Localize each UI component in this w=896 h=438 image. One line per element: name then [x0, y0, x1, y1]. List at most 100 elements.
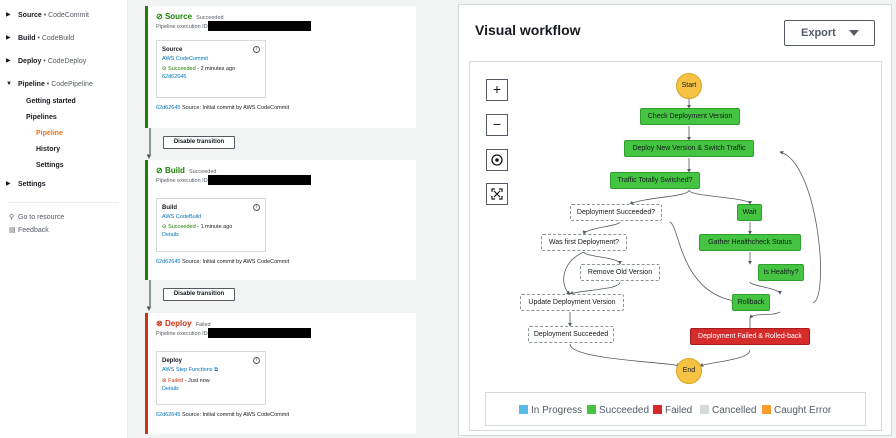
check-circle-icon: ⊘	[162, 66, 167, 72]
transition-line	[149, 128, 151, 154]
node-gather-healthcheck[interactable]: Gather Healthcheck Status	[699, 234, 801, 251]
redacted-bar	[208, 175, 311, 185]
nav-settings[interactable]: ▶Settings	[6, 181, 46, 188]
error-circle-icon: ⊗	[156, 319, 163, 328]
workflow-edges	[563, 99, 821, 367]
nav-pipelines[interactable]: Pipelines	[26, 114, 57, 121]
action-card: Build AWS CodeBuild ⊘ Succeeded - 1 minu…	[156, 198, 266, 252]
redacted-bar	[208, 21, 311, 31]
legend-caught-error: Caught Error	[762, 405, 831, 416]
node-start[interactable]: Start	[676, 73, 702, 99]
action-status: ⊘ Succeeded - 2 minutes ago	[162, 66, 236, 72]
center-button[interactable]	[486, 149, 508, 171]
node-remove-old-version[interactable]: Remove Old Version	[580, 264, 660, 281]
node-end[interactable]: End	[676, 358, 702, 384]
swatch-icon	[653, 405, 662, 414]
provider-link[interactable]: AWS Step Functions ⧉	[162, 367, 219, 373]
action-status: ⊗ Failed - Just now	[162, 378, 210, 384]
zoom-out-button[interactable]: −	[486, 114, 508, 136]
node-update-deployment-version[interactable]: Update Deployment Version	[520, 294, 624, 311]
arrow-down-icon: ▼	[145, 152, 153, 161]
nav-settings-sub[interactable]: Settings	[36, 162, 64, 169]
export-button[interactable]: Export	[784, 20, 875, 46]
provider-link[interactable]: AWS CodeBuild	[162, 214, 202, 220]
caret-right-icon: ▶	[6, 12, 11, 18]
nav-go-to-resource[interactable]: ⚲Go to resource	[9, 214, 65, 221]
caret-down-icon: ▼	[6, 81, 12, 87]
action-card: Deploy AWS Step Functions ⧉ ⊗ Failed - J…	[156, 351, 266, 405]
check-circle-icon: ⊘	[156, 166, 163, 175]
nav-pipeline[interactable]: ▼Pipeline • CodePipeline	[6, 81, 93, 88]
node-traffic-switched[interactable]: Traffic Totally Switched?	[610, 172, 700, 189]
caret-down-icon	[849, 30, 859, 36]
transition-line	[149, 280, 151, 306]
execution-id: Pipeline execution ID:	[156, 175, 408, 185]
fit-view-button[interactable]	[486, 183, 508, 205]
redacted-bar	[208, 328, 311, 338]
execution-id: Pipeline execution ID:	[156, 21, 408, 31]
check-circle-icon: ⊘	[156, 12, 163, 21]
external-link-icon: ⧉	[214, 367, 219, 373]
action-status: ⊘ Succeeded - 1 minute ago	[162, 224, 233, 230]
status-legend: In Progress Succeeded Failed Cancelled C…	[485, 392, 866, 426]
commit-info: 62d62645 Source: Initial commit by AWS C…	[156, 105, 290, 111]
node-check-deployment-version[interactable]: Check Deployment Version	[640, 108, 740, 125]
nav-feedback[interactable]: ▤Feedback	[9, 227, 49, 234]
center-icon	[491, 154, 503, 166]
details-link[interactable]: Details	[162, 386, 179, 392]
nav-history[interactable]: History	[36, 146, 61, 153]
nav-build[interactable]: ▶Build • CodeBuild	[6, 35, 75, 42]
visual-workflow-panel: Visual workflow Export	[458, 4, 892, 436]
info-icon[interactable]: i	[253, 204, 260, 211]
legend-succeeded: Succeeded	[587, 405, 649, 416]
transition: ▼ Disable transition	[145, 280, 416, 314]
details-link[interactable]: Details	[162, 232, 179, 238]
arrow-down-icon: ▼	[145, 304, 153, 313]
node-rollback[interactable]: Rollback	[732, 294, 770, 311]
nav-source[interactable]: ▶Source • CodeCommit	[6, 12, 89, 19]
info-icon[interactable]: i	[253, 46, 260, 53]
swatch-icon	[700, 405, 709, 414]
execution-id: Pipeline execution ID:	[156, 328, 408, 338]
legend-failed: Failed	[653, 405, 692, 416]
side-navigation: ▶Source • CodeCommit ▶Build • CodeBuild …	[0, 0, 128, 438]
check-circle-icon: ⊘	[162, 224, 167, 230]
provider-link[interactable]: AWS CodeCommit	[162, 56, 208, 62]
legend-in-progress: In Progress	[519, 405, 582, 416]
node-deploy-new-version[interactable]: Deploy New Version & Switch Traffic	[624, 140, 754, 157]
caret-right-icon: ▶	[6, 181, 11, 187]
commit-info: 62d62645 Source: Initial commit by AWS C…	[156, 412, 290, 418]
node-deployment-succeeded[interactable]: Deployment Succeeded	[528, 326, 614, 343]
disable-transition-button[interactable]: Disable transition	[163, 136, 235, 149]
caret-right-icon: ▶	[6, 58, 11, 64]
nav-getting-started[interactable]: Getting started	[26, 98, 76, 105]
node-wait[interactable]: Wait	[737, 204, 762, 221]
node-deployment-failed[interactable]: Deployment Failed & Rolled-back	[690, 328, 810, 345]
commit-link[interactable]: 62d62645	[162, 74, 187, 80]
node-deployment-succeeded-question[interactable]: Deployment Succeeded?	[570, 204, 662, 221]
commit-info: 62d62645 Source: Initial commit by AWS C…	[156, 259, 290, 265]
panel-title: Visual workflow	[475, 22, 581, 38]
legend-cancelled: Cancelled	[700, 405, 756, 416]
workflow-canvas[interactable]: + − Start Check Deployment Version Deplo…	[469, 61, 882, 431]
transition: ▼ Disable transition	[145, 128, 416, 162]
feedback-icon: ▤	[9, 227, 16, 234]
nav-pipeline-active[interactable]: Pipeline	[36, 130, 63, 137]
node-is-healthy[interactable]: Is Healthy?	[758, 264, 804, 281]
expand-icon	[491, 188, 503, 200]
nav-deploy[interactable]: ▶Deploy • CodeDeploy	[6, 58, 87, 65]
node-first-deployment[interactable]: Was first Deployment?	[541, 234, 627, 251]
caret-right-icon: ▶	[6, 35, 11, 41]
swatch-icon	[587, 405, 596, 414]
swatch-icon	[762, 405, 771, 414]
zoom-in-button[interactable]: +	[486, 79, 508, 101]
error-circle-icon: ⊗	[162, 378, 167, 384]
info-icon[interactable]: i	[253, 357, 260, 364]
disable-transition-button[interactable]: Disable transition	[163, 288, 235, 301]
